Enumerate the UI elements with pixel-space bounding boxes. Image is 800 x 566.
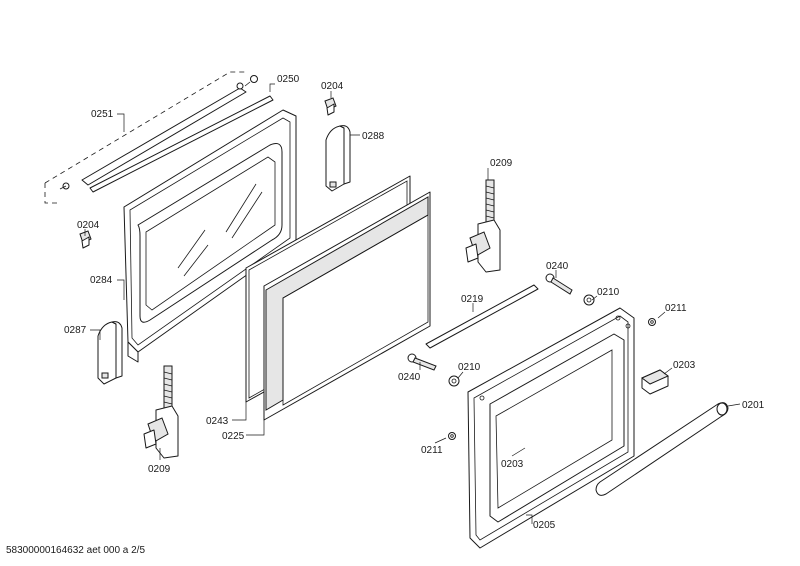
label-0251: 0251 (91, 109, 114, 120)
label-0219: 0219 (461, 294, 484, 305)
label-0201: 0201 (742, 400, 765, 411)
label-0211-right: 0211 (665, 303, 687, 314)
label-0203-center: 0203 (501, 459, 524, 470)
diagram-footer-code: 58300000164632 aet 000 a 2/5 (6, 545, 146, 556)
rail-assembly-bracket (44, 71, 246, 204)
part-labels: 0250 0251 0204 0288 0204 0284 0287 0209 … (64, 74, 765, 531)
label-0204-lower: 0204 (77, 220, 100, 231)
label-0210-upper: 0210 (597, 287, 620, 298)
part-0250-screw (244, 75, 258, 87)
part-0205-outer-door (467, 307, 635, 549)
part-0287-bracket (97, 321, 123, 385)
part-0204-clip-lower (79, 230, 92, 249)
label-0284: 0284 (90, 275, 113, 286)
label-0240-lower: 0240 (398, 372, 421, 383)
label-0209-lower: 0209 (148, 464, 171, 475)
part-0209-hinge-lower (143, 365, 179, 459)
label-0240-upper: 0240 (546, 261, 569, 272)
part-0211-screw-right (648, 318, 656, 326)
leader-lines (84, 83, 741, 524)
label-0205: 0205 (533, 520, 556, 531)
part-0251-rail (59, 82, 274, 193)
label-0210-lower: 0210 (458, 362, 481, 373)
label-0225: 0225 (222, 431, 245, 442)
part-0288-bracket (325, 125, 351, 192)
label-0211-left: 0211 (421, 445, 443, 456)
part-0203-clip-right (641, 369, 669, 395)
part-0211-screw-left (448, 432, 456, 440)
label-0204-upper: 0204 (321, 81, 344, 92)
part-0210-nut-lower (448, 375, 460, 387)
part-0210-nut-upper (583, 294, 595, 306)
part-0201-handle-bar (595, 402, 729, 496)
part-0240-screw-lower (407, 353, 437, 371)
part-0219-rod (425, 284, 539, 349)
label-0209-upper: 0209 (490, 158, 513, 169)
part-0204-clip-upper (324, 97, 337, 116)
part-0225-outer-glass (263, 191, 431, 421)
part-0240-screw-upper (545, 273, 573, 295)
part-0209-hinge-upper (465, 179, 501, 273)
label-0203-right: 0203 (673, 360, 696, 371)
label-0288: 0288 (362, 131, 385, 142)
label-0250: 0250 (277, 74, 300, 85)
label-0287: 0287 (64, 325, 87, 336)
label-0243: 0243 (206, 416, 229, 427)
